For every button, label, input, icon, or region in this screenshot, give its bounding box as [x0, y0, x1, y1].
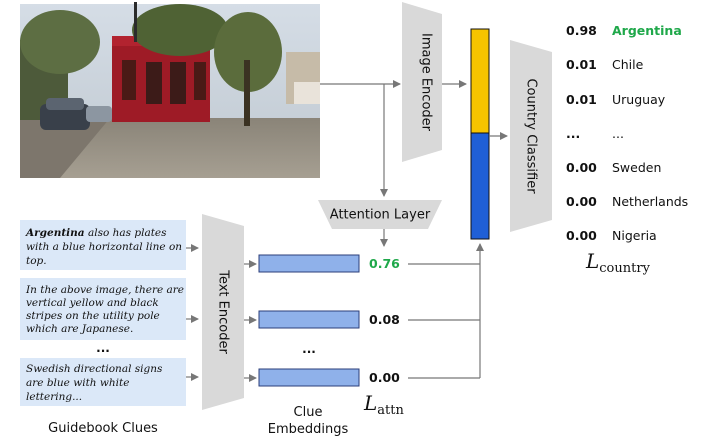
clue-1-line-1: also has plates [85, 227, 168, 239]
embedding-2 [258, 310, 360, 329]
clue-3-line-2: are blue with white [26, 377, 129, 389]
clue-ellipsis: ... [96, 341, 110, 355]
attention-layer-label: Attention Layer [330, 208, 431, 223]
attention-score-2: 0.08 [369, 312, 400, 327]
prediction-country-4: ... [612, 126, 624, 141]
clue-2-line-2: vertical yellow and black [26, 297, 159, 309]
svg-text:Lattn: Lattn [363, 391, 404, 418]
clue-2-line-1: In the above image, there are [25, 284, 184, 296]
attention-score-3: 0.00 [369, 370, 400, 385]
loss-country-subscript: country [599, 261, 650, 276]
embedding-ellipsis: ... [302, 342, 316, 356]
clue-1-line-3: top. [26, 255, 47, 267]
prediction-prob-6: 0.00 [566, 194, 597, 209]
prediction-country-1: Argentina [612, 23, 682, 38]
prediction-list: 0.98 Argentina 0.01 Chile 0.01 Uruguay .… [566, 23, 688, 243]
prediction-prob-2: 0.01 [566, 57, 597, 72]
text-encoder-label: Text Encoder [216, 269, 231, 354]
embedding-1 [258, 254, 360, 273]
loss-attn-symbol: L [363, 391, 377, 415]
svg-text:In the above image, there are: In the above image, there are vertical y… [25, 284, 187, 335]
clue-box-1: Argentina also has plates with a blue ho… [20, 220, 186, 270]
clue-embeddings: ... [258, 254, 360, 387]
country-classifier-label: Country Classifier [524, 78, 539, 194]
clue-1-bold: Argentina [25, 227, 85, 239]
clue-embeddings-label-2: Embeddings [268, 422, 349, 437]
clue-embeddings-label-1: Clue [294, 405, 323, 420]
clue-2-line-3: stripes on the utility pole [26, 310, 160, 322]
prediction-prob-5: 0.00 [566, 160, 597, 175]
guidebook-clues-label: Guidebook Clues [48, 421, 158, 436]
prediction-country-3: Uruguay [612, 92, 666, 107]
clue-box-2: In the above image, there are vertical y… [20, 278, 187, 340]
svg-text:Swedish directional signs: Swedish directional signs are blue with … [26, 363, 166, 403]
loss-country: Lcountry [585, 249, 651, 276]
svg-text:Lcountry: Lcountry [585, 249, 651, 276]
clue-box-3: Swedish directional signs are blue with … [20, 358, 186, 406]
connectors [186, 80, 508, 382]
prediction-country-6: Netherlands [612, 194, 688, 209]
clue-1-line-2: with a blue horizontal line on [26, 241, 182, 253]
clue-3-line-3: lettering... [26, 391, 82, 403]
street-view-image [20, 2, 320, 178]
prediction-country-7: Nigeria [612, 228, 657, 243]
feature-vector [470, 28, 490, 240]
embedding-3 [258, 368, 360, 387]
clue-2-line-4: which are Japanese. [26, 323, 133, 335]
prediction-prob-4: ... [566, 126, 580, 141]
prediction-prob-1: 0.98 [566, 23, 597, 38]
prediction-prob-3: 0.01 [566, 92, 597, 107]
prediction-prob-7: 0.00 [566, 228, 597, 243]
clue-3-line-1: Swedish directional signs [26, 363, 163, 375]
loss-attn: Lattn [363, 391, 404, 418]
country-classifier: Country Classifier [510, 40, 552, 232]
loss-country-symbol: L [585, 249, 599, 273]
prediction-country-5: Sweden [612, 160, 661, 175]
attention-layer: Attention Layer [318, 200, 442, 229]
attention-scores: 0.76 0.08 0.00 [369, 256, 400, 385]
svg-text:Argentina also has plates: Argentina also has plates with a blue ho… [25, 227, 185, 267]
image-encoder-label: Image Encoder [419, 33, 434, 132]
loss-attn-subscript: attn [377, 403, 404, 418]
text-encoder: Text Encoder [202, 214, 244, 410]
prediction-country-2: Chile [612, 57, 644, 72]
image-encoder: Image Encoder [402, 2, 442, 162]
attention-score-1: 0.76 [369, 256, 400, 271]
